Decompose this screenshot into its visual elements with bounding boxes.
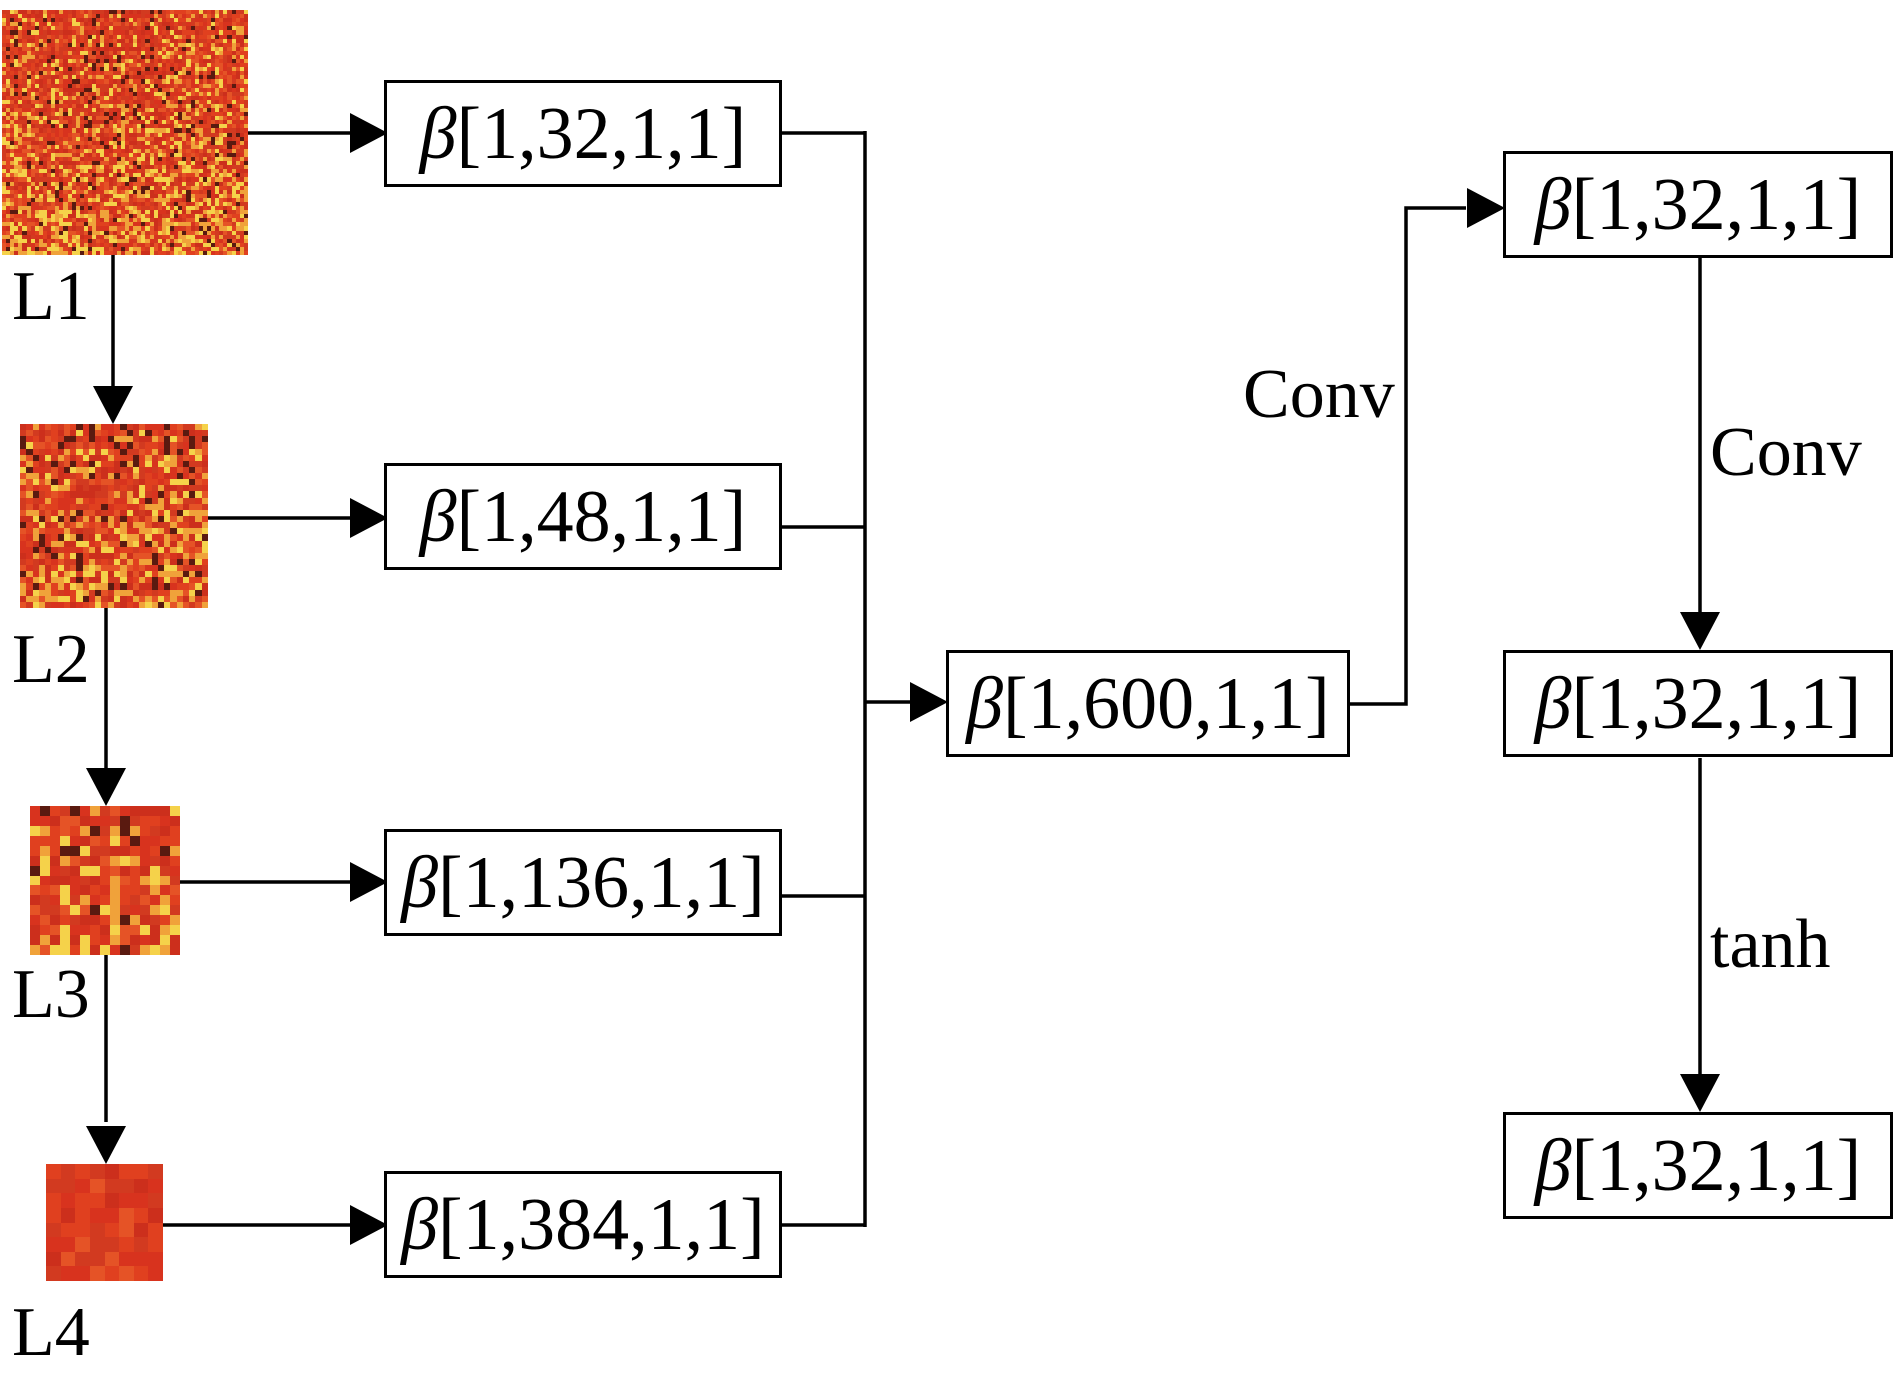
feature-box-l3: β[1,136,1,1] <box>384 829 782 936</box>
beta-symbol: β <box>401 1183 439 1266</box>
tensor-shape: [1,136,1,1] <box>438 841 765 924</box>
feature-map-l2 <box>20 424 208 608</box>
arrowhead <box>350 498 388 538</box>
arrowhead <box>93 386 133 424</box>
arrowhead <box>86 768 126 806</box>
concat-box: β[1,600,1,1] <box>946 650 1350 757</box>
arrowhead <box>350 1205 388 1245</box>
tensor-shape: [1,32,1,1] <box>1571 163 1862 246</box>
tensor-shape: [1,384,1,1] <box>438 1183 765 1266</box>
beta-symbol: β <box>419 475 457 558</box>
branch-box-2: β[1,32,1,1] <box>1503 650 1893 757</box>
arrowhead <box>1467 188 1505 228</box>
feature-box-l2: β[1,48,1,1] <box>384 463 782 570</box>
layer-label-l4: L4 <box>12 1294 90 1371</box>
edge-concat-to-branch1 <box>1350 206 1466 706</box>
beta-symbol: β <box>419 92 457 175</box>
layer-label-l2: L2 <box>12 621 90 698</box>
beta-symbol: β <box>1534 1124 1572 1207</box>
edge-label-conv-2: Conv <box>1710 414 1862 491</box>
edge-label-tanh: tanh <box>1710 906 1831 983</box>
layer-label-l1: L1 <box>12 258 90 335</box>
beta-symbol: β <box>966 662 1004 745</box>
tensor-shape: [1,32,1,1] <box>1571 1124 1862 1207</box>
feature-map-l3 <box>30 806 180 955</box>
beta-symbol: β <box>401 841 439 924</box>
edge-label-conv-1: Conv <box>1243 356 1395 433</box>
arrowhead <box>350 862 388 902</box>
arrowhead <box>1680 612 1720 650</box>
tensor-shape: [1,600,1,1] <box>1003 662 1330 745</box>
feature-box-l4: β[1,384,1,1] <box>384 1171 782 1278</box>
arrowhead <box>910 682 948 722</box>
arrowhead <box>350 113 388 153</box>
tensor-shape: [1,48,1,1] <box>456 475 747 558</box>
feature-map-l4 <box>46 1164 163 1281</box>
beta-symbol: β <box>1534 163 1572 246</box>
feature-map-l1 <box>2 10 248 255</box>
layer-label-l3: L3 <box>12 956 90 1033</box>
arrowhead <box>86 1126 126 1164</box>
branch-box-1: β[1,32,1,1] <box>1503 151 1893 258</box>
tensor-shape: [1,32,1,1] <box>1571 662 1862 745</box>
feature-box-l1: β[1,32,1,1] <box>384 80 782 187</box>
tensor-shape: [1,32,1,1] <box>456 92 747 175</box>
arrowhead <box>1680 1074 1720 1112</box>
beta-symbol: β <box>1534 662 1572 745</box>
branch-box-3: β[1,32,1,1] <box>1503 1112 1893 1219</box>
